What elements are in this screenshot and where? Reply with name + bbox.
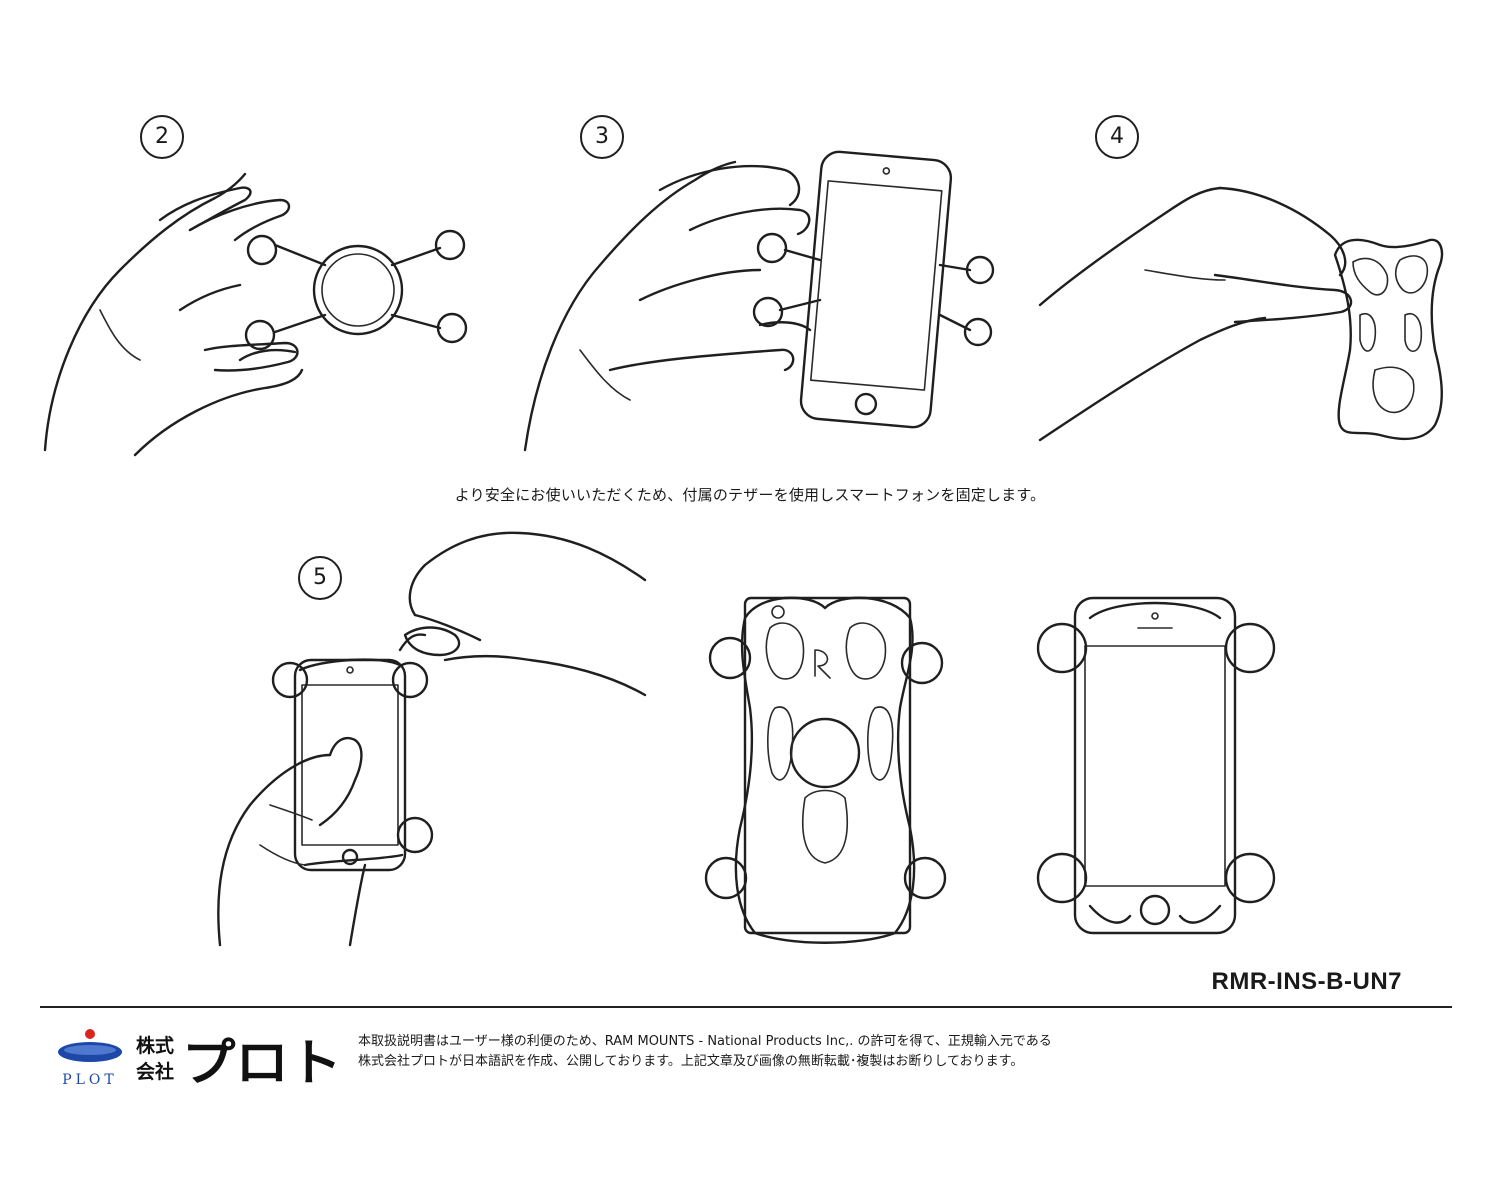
company-prefix-line2: 会社 [136, 1060, 174, 1083]
step-number-5: 5 [298, 556, 342, 600]
tether-back-view-drawing [704, 596, 947, 944]
step-4-illustration [1035, 180, 1455, 450]
notice-line-1: 本取扱説明書はユーザー様の利便のため、RAM MOUNTS - National… [358, 1034, 1052, 1049]
hand-holding-holder-drawing [43, 172, 468, 457]
company-main-name: プロト [182, 1034, 342, 1088]
step-5-illustration [210, 525, 650, 950]
step-number-2: 2 [140, 115, 184, 159]
step-number-4: 4 [1095, 115, 1139, 159]
footer-divider [40, 1006, 1452, 1008]
step-2-illustration [40, 160, 480, 460]
document-code: RMR-INS-B-UN7 [1211, 968, 1402, 995]
hand-holding-tether-drawing [1038, 186, 1444, 442]
logo-red-dot [85, 1029, 95, 1039]
plot-logo: PLOT [50, 1026, 130, 1088]
footer: PLOT 株式 会社 プロト 本取扱説明書はユーザー様の利便のため、RAM MO… [40, 1012, 1452, 1092]
notice-line-2: 株式会社プロトが日本語訳を作成、公開しております。上記文章及び画像の無断転載･複… [358, 1054, 1024, 1069]
company-prefix-line1: 株式 [136, 1034, 174, 1057]
step-3-illustration [520, 150, 1000, 460]
instruction-caption: より安全にお使いいただくため、付属のテザーを使用しスマートフォンを固定します。 [454, 486, 1046, 504]
mount-front-view [1030, 588, 1280, 950]
hand-inserting-phone-drawing [523, 150, 995, 452]
logo-text: PLOT [62, 1072, 118, 1088]
mount-back-view [700, 588, 950, 950]
company-name: 株式 会社 プロト [136, 1026, 346, 1092]
copyright-notice: 本取扱説明書はユーザー様の利便のため、RAM MOUNTS - National… [358, 1032, 1398, 1072]
phone-in-mount-front-drawing [1036, 596, 1276, 935]
step-number-3: 3 [580, 115, 624, 159]
hands-attaching-tether-drawing [217, 531, 647, 947]
